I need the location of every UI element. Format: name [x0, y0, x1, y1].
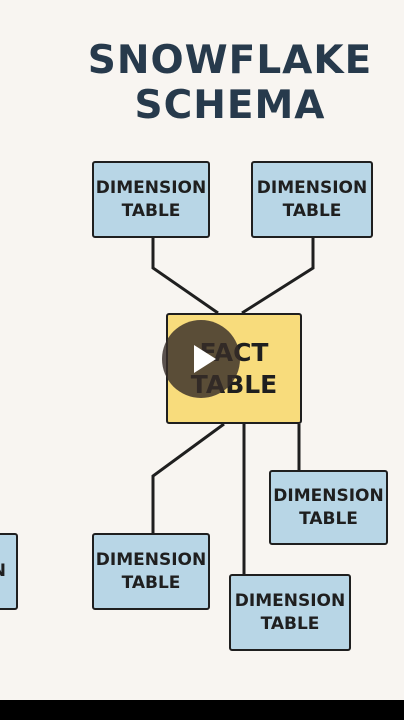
dimension-label: DIMENSION — [95, 177, 207, 198]
title-line-1: SNOWFLAKE — [87, 38, 373, 83]
play-icon — [193, 345, 216, 373]
dimension-label: TABLE — [299, 508, 358, 529]
dimension-label: DIMENSION — [95, 549, 207, 570]
connector-top-left — [151, 238, 219, 315]
connector-bottom-left — [151, 422, 225, 533]
title-line-2: SCHEMA — [134, 83, 326, 128]
dimension-table-top-left: DIMENSION TABLE — [92, 161, 210, 238]
dimension-label: TABLE — [121, 200, 181, 221]
dimension-table-bottom-center: DIMENSION TABLE — [229, 574, 351, 651]
dimension-label: DIMENSION — [234, 590, 346, 611]
dimension-label: TABLE — [260, 613, 320, 634]
diagram-title: SNOWFLAKE SCHEMA — [0, 38, 404, 128]
play-button[interactable] — [162, 320, 240, 398]
dimension-table-right: DIMENSION TABLE — [269, 470, 388, 545]
dimension-label: DIMENSION — [273, 485, 384, 506]
dimension-table-bottom-left: DIMENSION TABLE — [92, 533, 210, 610]
dimension-label: TABLE — [282, 200, 342, 221]
dimension-label: N — [0, 560, 6, 583]
dimension-table-top-right: DIMENSION TABLE — [251, 161, 373, 238]
dimension-label: TABLE — [121, 572, 181, 593]
bottom-bar — [0, 700, 404, 720]
dimension-label: DIMENSION — [256, 177, 368, 198]
dimension-table-cropped-left: N — [0, 533, 18, 610]
connector-top-right — [241, 238, 315, 315]
